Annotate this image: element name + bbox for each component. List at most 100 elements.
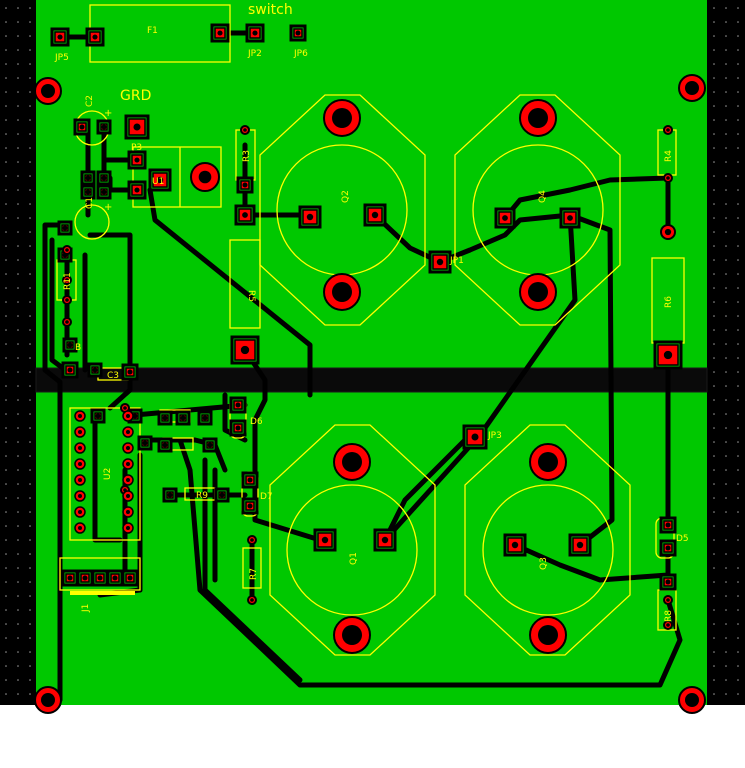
u2-pin xyxy=(122,474,134,486)
u2-pin xyxy=(74,458,86,470)
component-pad xyxy=(241,471,259,489)
to3-mount-hole xyxy=(323,99,361,137)
label-r11: R11 xyxy=(63,272,73,290)
component-pad xyxy=(76,569,94,587)
component-pad xyxy=(559,207,581,229)
component-pad xyxy=(87,362,103,378)
to3-mount-hole xyxy=(333,443,371,481)
to3-mount-hole xyxy=(333,616,371,654)
via-pad xyxy=(660,224,676,240)
component-pad xyxy=(127,150,147,170)
via-pad xyxy=(663,620,673,630)
component-pad xyxy=(121,569,139,587)
component-pad xyxy=(61,569,79,587)
label-r3: R3 xyxy=(242,150,252,162)
component-pad xyxy=(313,528,337,552)
component-pad xyxy=(157,437,173,453)
component-pad xyxy=(80,170,96,186)
label-d5: D5 xyxy=(676,534,689,544)
pads: ++ xyxy=(34,23,706,714)
label-p3: P3 xyxy=(131,143,142,153)
component-pad xyxy=(175,410,191,426)
traces xyxy=(42,30,683,703)
u2-outline xyxy=(69,407,141,541)
c2-polarity: + xyxy=(104,108,112,119)
u2-pin xyxy=(122,490,134,502)
component-pad xyxy=(289,24,307,42)
grid-dots xyxy=(5,7,739,695)
via-pad xyxy=(663,125,673,135)
q3-outline xyxy=(464,424,631,656)
component-pad xyxy=(90,408,106,424)
label-jp1: JP1 xyxy=(449,256,464,266)
label-q3: Q3 xyxy=(539,557,549,570)
u2-pin xyxy=(74,442,86,454)
label-f1: F1 xyxy=(147,26,158,36)
component-pad xyxy=(73,118,91,136)
component-pad xyxy=(214,487,230,503)
component-pad xyxy=(127,180,147,200)
component-pad xyxy=(80,184,96,200)
u2-pin xyxy=(74,506,86,518)
via-pad xyxy=(240,125,250,135)
component-pad xyxy=(363,203,387,227)
component-pad xyxy=(96,119,112,135)
component-pad xyxy=(61,361,79,379)
j1-outline xyxy=(59,557,141,591)
isolation-band-edge xyxy=(35,367,708,393)
mounting-hole xyxy=(34,686,62,714)
via-pad xyxy=(62,245,72,255)
label-u2: U2 xyxy=(103,468,113,480)
isolation-band xyxy=(36,368,707,392)
mounting-hole xyxy=(678,74,706,102)
component-pad xyxy=(653,340,683,370)
label-q2: Q2 xyxy=(341,190,351,203)
label-jp3: JP3 xyxy=(487,431,502,441)
label-r6: R6 xyxy=(664,296,674,308)
via-pad xyxy=(62,295,72,305)
component-pad xyxy=(210,23,230,43)
label-q1: Q1 xyxy=(349,552,359,565)
label-c1: C1 xyxy=(85,197,95,209)
via-pad xyxy=(120,403,130,413)
component-pad xyxy=(659,573,677,591)
component-pad xyxy=(96,170,112,186)
component-pad xyxy=(245,23,265,43)
c1-outline xyxy=(74,204,110,240)
component-pad xyxy=(57,220,73,236)
u2-pin xyxy=(74,490,86,502)
u1-tab-hole xyxy=(190,162,220,192)
component-pad xyxy=(96,184,112,200)
via-pad xyxy=(663,595,673,605)
label-jp5: JP5 xyxy=(54,53,69,63)
u2-pin xyxy=(122,458,134,470)
r7-outline xyxy=(242,547,262,589)
component-pad xyxy=(62,337,78,353)
component-pad xyxy=(157,410,173,426)
component-pad xyxy=(148,168,172,192)
q4-outline xyxy=(454,94,621,326)
to3-mount-hole xyxy=(323,273,361,311)
label-r5: R5 xyxy=(246,290,256,302)
component-pad xyxy=(229,419,247,437)
component-pad xyxy=(462,424,488,450)
u2-pin xyxy=(74,426,86,438)
u1-outline xyxy=(132,146,222,208)
via-pad xyxy=(62,275,72,285)
label-jp6: JP6 xyxy=(293,49,308,59)
u2-pin xyxy=(74,410,86,422)
component-pad xyxy=(91,569,109,587)
component-pad xyxy=(121,363,139,381)
label-r8: R8 xyxy=(664,610,674,622)
component-pad xyxy=(659,516,677,534)
label-b: B xyxy=(75,343,81,353)
component-pad xyxy=(230,335,260,365)
u2-pin xyxy=(122,426,134,438)
component-pad xyxy=(85,27,105,47)
silkscreen xyxy=(56,4,685,656)
silk-labels: switch GRD F1 JP5 JP2 JP6 C2 C1 U1 P3 R3… xyxy=(54,2,689,622)
component-pad xyxy=(659,539,677,557)
component-pad xyxy=(197,410,213,426)
